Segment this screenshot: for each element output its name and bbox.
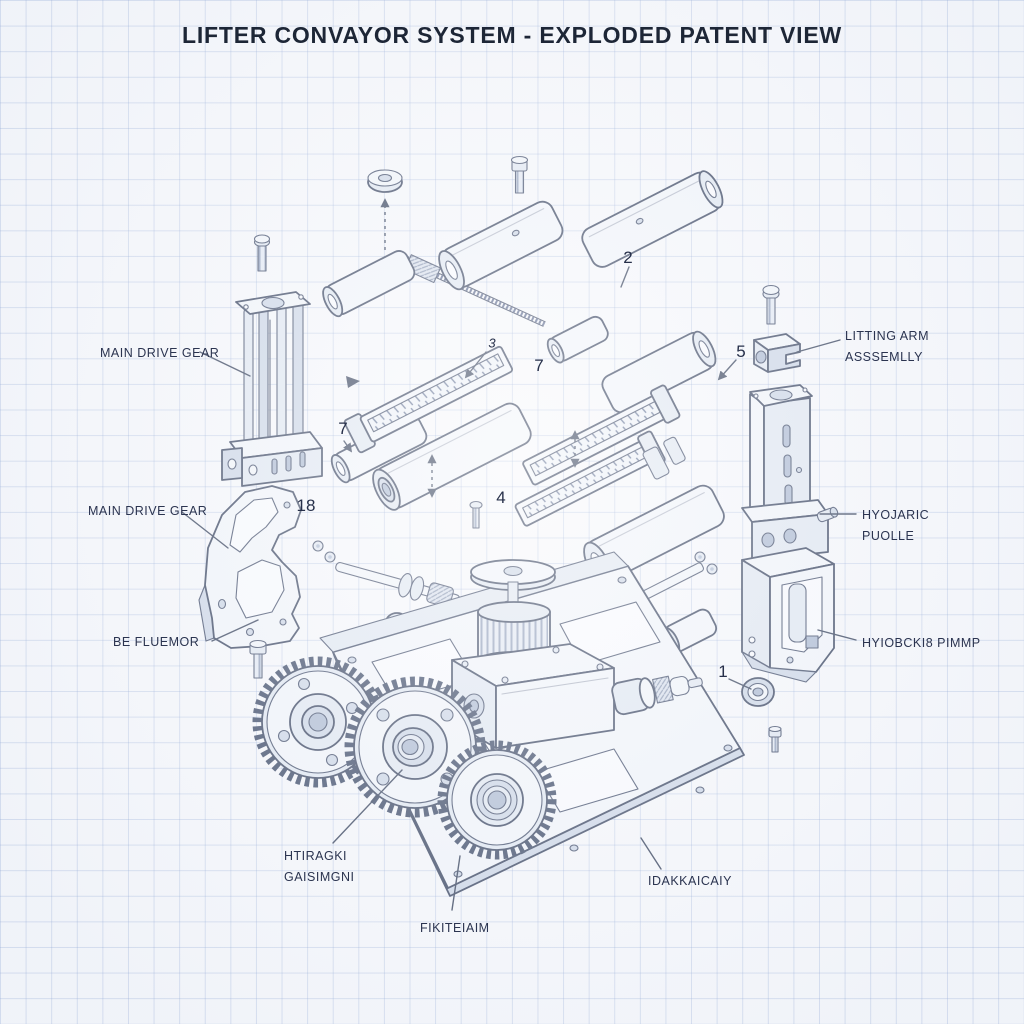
label-gear-train: HTIRAGKI GAISIMGNI [284,846,354,889]
label-lifting-arm-line1: LITTING ARM [845,329,929,343]
label-gear-train-line1: HTIRAGKI [284,849,348,863]
part-number-18: 18 [296,496,316,515]
lifting-arm-clamp [753,333,801,373]
roller-large-top-center [438,200,564,291]
screw-above-clamp [762,284,780,325]
hex-bolt-top [510,155,529,194]
roller-small-shiny-cap [546,315,609,364]
bolt-below-pump [768,725,782,753]
part-number-1: 1 [718,662,728,681]
part-number-4: 4 [496,488,506,507]
label-hydraulic-pulley: HYOJARIC PUOLLE [862,505,929,548]
pump-bracket [741,547,835,683]
bolt-left-of-gears [249,639,267,679]
tiny-screw-center [469,500,483,529]
label-hydraulic-pulley-line2: PUOLLE [862,529,915,544]
right-guide-tower [741,384,839,561]
part-number-5: 5 [736,342,746,361]
label-be-fluemor: BE FLUEMOR [113,635,200,649]
grommet-washer [367,169,403,193]
label-main-drive-gear-2: MAIN DRIVE GEAR [88,504,208,518]
small-pulley [741,677,775,707]
label-lifting-arm: LITTING ARM ASSSEMLLY [845,326,929,369]
label-plate: FIKITEIAIM [420,921,490,935]
part-number-7b: 7 [338,419,348,438]
roller-large-top-right [581,170,724,268]
label-hydraulic-pump: HYIOBCKI8 PIMMP [862,636,981,650]
tiny-screws-left [312,540,336,563]
label-lifting-arm-line2: ASSSEMLLY [845,350,923,365]
part-number-7a: 7 [534,356,544,375]
label-hydraulic-pulley-line1: HYOJARIC [862,508,930,522]
part-number-3: 3 [488,335,496,351]
solid-arrow [346,376,360,388]
screw-top-left [253,234,271,272]
diagram-title: LIFTER CONVAYOR SYSTEM - EXPLODED PATENT… [181,22,843,48]
part-number-2: 2 [623,248,633,267]
roller-small-upper-left [322,250,416,318]
label-main-drive-gear-1: MAIN DRIVE GEAR [100,346,220,360]
label-gear-train-line2: GAISIMGNI [284,870,355,885]
label-base: IDAKKAICAIY [648,874,732,888]
left-guide-tower [221,291,323,487]
